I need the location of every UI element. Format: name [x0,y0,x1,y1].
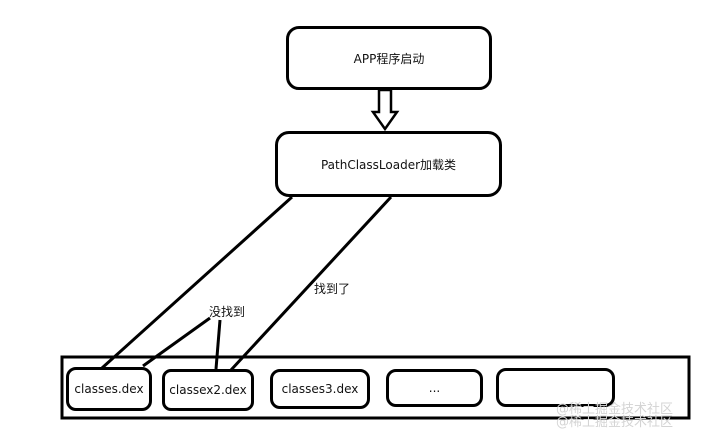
node-dex-2-label: classex2.dex [169,383,247,397]
node-dex-1: classes.dex [66,367,152,411]
node-app-start-label: APP程序启动 [353,51,425,66]
node-dex-3-label: classes3.dex [281,382,359,396]
node-dex-1-label: classes.dex [74,382,144,396]
node-dex-3: classes3.dex [270,369,370,409]
node-class-loader: PathClassLoader加载类 [275,131,502,197]
node-dex-5 [496,368,615,407]
watermark-line-2: @稀土掘金技术社区 [556,415,674,430]
annotation-line-1 [142,316,211,368]
down-arrow [370,88,400,132]
edge-loader-to-dex2 [229,195,393,372]
node-dex-2: classex2.dex [162,369,254,411]
node-dex-4: ... [386,369,483,407]
annotation-line-2 [214,319,222,370]
dex-container [60,355,691,420]
node-dex-4-label: ... [428,381,441,395]
edge-label-not-found: 没找到 [209,305,246,319]
edge-label-found: 找到了 [314,282,351,296]
edge-loader-to-dex1 [100,195,294,370]
watermark-line-1: @稀土掘金技术社区 [556,402,674,417]
node-class-loader-label: PathClassLoader加载类 [320,157,457,172]
node-app-start: APP程序启动 [286,26,492,90]
